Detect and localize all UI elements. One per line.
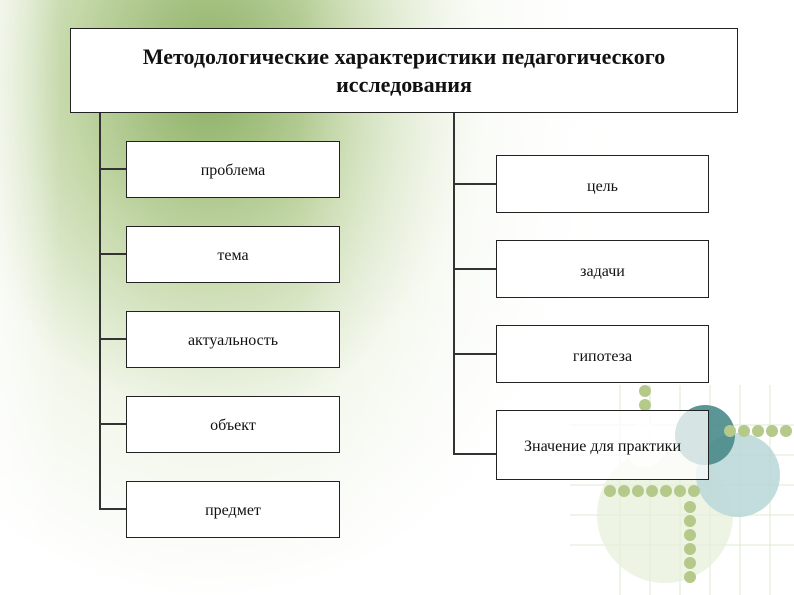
- node-relevance: актуальность: [126, 311, 340, 368]
- left-connector-4: [99, 423, 126, 425]
- node-label: тема: [217, 247, 249, 264]
- node-hypothesis: гипотеза: [496, 325, 709, 383]
- right-connector-3: [453, 353, 496, 355]
- node-label: проблема: [200, 162, 266, 179]
- left-connector-3: [99, 338, 126, 340]
- left-trunk-line: [99, 113, 101, 510]
- right-connector-4: [453, 453, 496, 455]
- node-label: цель: [587, 178, 618, 195]
- left-connector-1: [99, 168, 126, 170]
- right-connector-2: [453, 268, 496, 270]
- node-practical-significance: Значение для практики: [496, 410, 709, 480]
- node-goal: цель: [496, 155, 709, 213]
- node-subject: предмет: [126, 481, 340, 538]
- diagram-title: Методологические характеристики педагоги…: [142, 43, 666, 97]
- dot-pattern: [604, 385, 792, 583]
- node-tasks: задачи: [496, 240, 709, 298]
- left-connector-2: [99, 253, 126, 255]
- decorative-circles: [570, 385, 794, 595]
- node-label: актуальность: [187, 332, 279, 349]
- node-label: объект: [210, 417, 256, 434]
- node-topic: тема: [126, 226, 340, 283]
- left-connector-5: [99, 508, 126, 510]
- node-object: объект: [126, 396, 340, 453]
- node-problem: проблема: [126, 141, 340, 198]
- node-label: предмет: [205, 502, 261, 519]
- node-label: задачи: [580, 263, 625, 280]
- node-label: гипотеза: [572, 348, 633, 365]
- node-label: Значение для практики: [523, 438, 681, 455]
- right-connector-1: [453, 183, 496, 185]
- diagram-title-box: Методологические характеристики педагоги…: [70, 28, 738, 113]
- right-trunk-line: [453, 113, 455, 455]
